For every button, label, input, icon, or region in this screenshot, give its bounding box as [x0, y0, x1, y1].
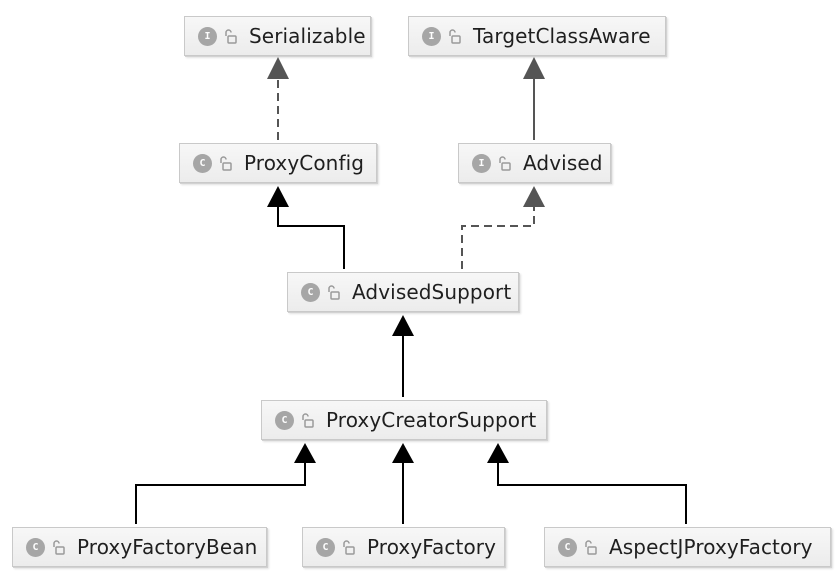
unlock-icon: [449, 29, 461, 44]
node-label: Serializable: [249, 24, 366, 48]
node-label: Advised: [523, 151, 603, 175]
unlock-icon: [220, 156, 232, 171]
node-proxy-creator-support[interactable]: C ProxyCreatorSupport: [261, 400, 547, 440]
edge-advised-targetclassaware: [523, 57, 545, 140]
unlock-icon: [302, 413, 314, 428]
unlock-icon: [53, 540, 65, 555]
interface-icon: I: [422, 26, 441, 46]
class-icon: C: [26, 537, 45, 557]
node-serializable[interactable]: I Serializable: [184, 16, 371, 56]
edge-proxyfactorybean-proxycreatorsupport: [135, 443, 316, 524]
node-proxy-config[interactable]: C ProxyConfig: [179, 143, 377, 183]
node-label: AdvisedSupport: [352, 280, 512, 304]
class-icon: C: [275, 410, 294, 430]
unlock-icon: [499, 156, 511, 171]
unlock-icon: [328, 285, 340, 300]
unlock-icon: [225, 29, 237, 44]
node-label: AspectJProxyFactory: [609, 535, 813, 559]
unlock-icon: [343, 540, 355, 555]
class-icon: C: [301, 282, 320, 302]
node-proxy-factory[interactable]: C ProxyFactory: [302, 527, 505, 567]
class-icon: C: [193, 153, 212, 173]
interface-icon: I: [472, 153, 491, 173]
edge-proxycreatorsupport-advisedsupport: [392, 315, 414, 397]
node-label: ProxyCreatorSupport: [326, 408, 537, 432]
node-proxy-factory-bean[interactable]: C ProxyFactoryBean: [12, 527, 267, 567]
node-label: ProxyConfig: [244, 151, 365, 175]
node-aspectj-proxy-factory[interactable]: C AspectJProxyFactory: [544, 527, 831, 567]
node-target-class-aware[interactable]: I TargetClassAware: [408, 16, 666, 56]
node-label: TargetClassAware: [473, 24, 651, 48]
unlock-icon: [585, 540, 597, 555]
edge-proxyconfig-serializable: [267, 57, 289, 140]
node-advised[interactable]: I Advised: [458, 143, 611, 183]
node-label: ProxyFactory: [367, 535, 497, 559]
edge-aspectjproxyfactory-proxycreatorsupport: [487, 443, 687, 524]
edge-advisedsupport-advised: [461, 186, 545, 269]
class-icon: C: [558, 537, 577, 557]
class-icon: C: [316, 537, 335, 557]
interface-icon: I: [198, 26, 217, 46]
node-advised-support[interactable]: C AdvisedSupport: [287, 272, 519, 312]
edge-advisedsupport-proxyconfig: [267, 186, 345, 269]
edge-proxyfactory-proxycreatorsupport: [392, 443, 414, 524]
node-label: ProxyFactoryBean: [77, 535, 258, 559]
